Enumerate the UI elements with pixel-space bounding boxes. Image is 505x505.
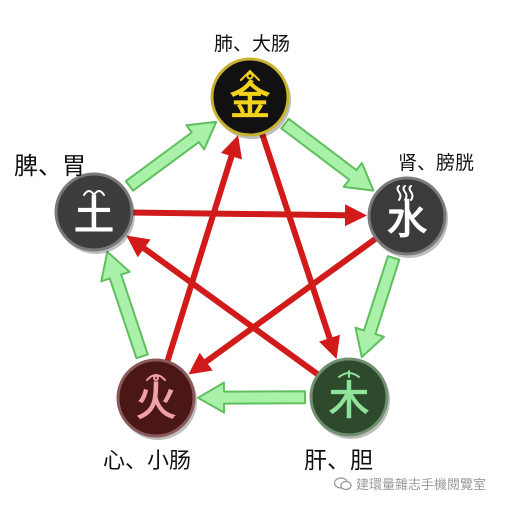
earth-organs-label: 脾、胃 — [14, 152, 86, 180]
earth-node: 土 — [54, 172, 135, 254]
earth-circle — [54, 172, 134, 252]
metal-organs-label: 肺、大肠 — [214, 33, 291, 55]
metal-ring-icon — [240, 69, 260, 81]
generating-arrow-water-to-wood — [354, 255, 401, 358]
metal-circle — [210, 57, 290, 137]
water-organs-label: 肾、膀胱 — [398, 152, 475, 174]
water-node: 水 — [367, 176, 448, 258]
water-waves-icon — [396, 185, 414, 201]
water-glyph: 水 — [387, 197, 428, 243]
metal-node: 金 — [210, 57, 291, 139]
fire-flame-icon — [146, 374, 166, 381]
controlling-arrow-metal-to-wood — [258, 128, 340, 359]
fire-circle — [116, 358, 196, 438]
watermark: 建環量雜志手機閱覽室 — [334, 474, 486, 493]
watermark-text: 建環量雜志手機閱覽室 — [356, 478, 487, 493]
controlling-arrow-fire-to-metal — [163, 135, 242, 367]
controlling-arrow-earth-to-water — [127, 204, 367, 227]
earth-hills-icon — [83, 190, 105, 197]
wood-circle — [309, 357, 389, 437]
generating-arrow-earth-to-metal — [124, 120, 218, 192]
controlling-arrow-wood-to-earth — [126, 235, 323, 379]
generating-arrow-metal-to-water — [280, 117, 375, 192]
earth-glyph: 土 — [74, 193, 114, 239]
wechat-icon — [334, 476, 352, 490]
metal-glyph: 金 — [229, 78, 271, 124]
generating-arrow-wood-to-fire — [197, 381, 306, 414]
wood-organs-label: 肝、胆 — [304, 448, 373, 474]
wood-node: 木 — [309, 357, 390, 439]
fire-node: 火 — [116, 358, 197, 440]
controlling-arrow-water-to-fire — [188, 234, 381, 375]
wood-glyph: 木 — [329, 378, 369, 424]
water-circle — [367, 176, 447, 256]
generating-arrow-fire-to-earth — [100, 250, 149, 360]
wood-leaf-icon — [338, 370, 360, 378]
fire-glyph: 火 — [136, 379, 176, 425]
fire-organs-label: 心、小肠 — [103, 449, 192, 474]
